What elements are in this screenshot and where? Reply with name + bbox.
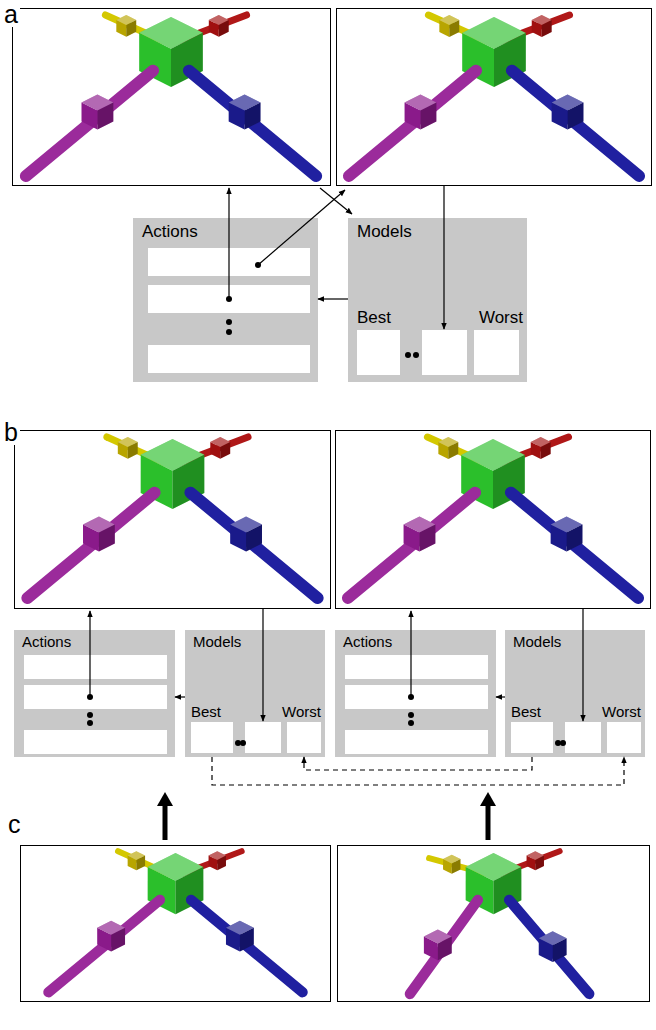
action-slot bbox=[345, 655, 488, 679]
ellipsis-dot bbox=[226, 329, 232, 335]
model-slot bbox=[565, 722, 601, 753]
rank-label: Best bbox=[191, 704, 221, 721]
model-to-action-arrow bbox=[318, 298, 348, 299]
model-slot bbox=[245, 722, 281, 753]
panel-title: Models bbox=[357, 223, 412, 242]
rank-label: Worst bbox=[602, 704, 641, 721]
action-slot bbox=[24, 685, 167, 709]
action-slot bbox=[345, 685, 488, 709]
action-slot bbox=[148, 345, 310, 373]
models-panel: ModelsBest Worst bbox=[505, 630, 645, 757]
model-to-action-arrow bbox=[175, 696, 185, 697]
panel-title: Models bbox=[513, 634, 561, 651]
model-slot bbox=[191, 722, 233, 753]
ellipsis-dot bbox=[405, 352, 411, 358]
model-transfer-link bbox=[304, 757, 532, 770]
ellipsis-dot bbox=[408, 712, 414, 718]
panel-title: Models bbox=[193, 634, 241, 651]
ellipsis-dot bbox=[87, 712, 93, 718]
ellipsis-dot bbox=[226, 319, 232, 325]
rank-label: Worst bbox=[479, 309, 523, 328]
model-transfer-link bbox=[212, 757, 624, 785]
model-slot bbox=[287, 722, 321, 753]
panel-title: Actions bbox=[142, 223, 198, 242]
models-panel: ModelsBest Worst bbox=[185, 630, 325, 757]
rank-label: Best bbox=[511, 704, 541, 721]
ellipsis-dot bbox=[560, 740, 566, 746]
panel-letter: b bbox=[2, 420, 20, 445]
model-slot bbox=[607, 722, 641, 753]
rank-label: Best bbox=[357, 309, 391, 328]
actions-panel: Actions bbox=[14, 630, 175, 757]
panel-title: Actions bbox=[22, 634, 71, 651]
model-slot bbox=[357, 330, 400, 375]
model-to-action-arrow bbox=[496, 696, 505, 697]
ellipsis-dot bbox=[408, 720, 414, 726]
model-slot bbox=[474, 330, 519, 375]
action-slot bbox=[24, 655, 167, 679]
ellipsis-dot bbox=[240, 740, 246, 746]
ellipsis-dot bbox=[413, 352, 419, 358]
panel-title: Actions bbox=[343, 634, 392, 651]
flow-arrows bbox=[90, 186, 583, 721]
rank-label: Worst bbox=[282, 704, 321, 721]
action-slot bbox=[345, 730, 488, 754]
actions-panel: Actions bbox=[335, 630, 496, 757]
action-slot bbox=[24, 730, 167, 754]
panel-letter: c bbox=[6, 812, 23, 837]
model-slot bbox=[422, 330, 467, 375]
model-slot bbox=[511, 722, 553, 753]
ellipsis-dot bbox=[87, 720, 93, 726]
panel-letter: a bbox=[2, 2, 20, 27]
actions-panel: Actions bbox=[133, 218, 318, 382]
models-panel: ModelsBest Worst bbox=[348, 218, 527, 382]
